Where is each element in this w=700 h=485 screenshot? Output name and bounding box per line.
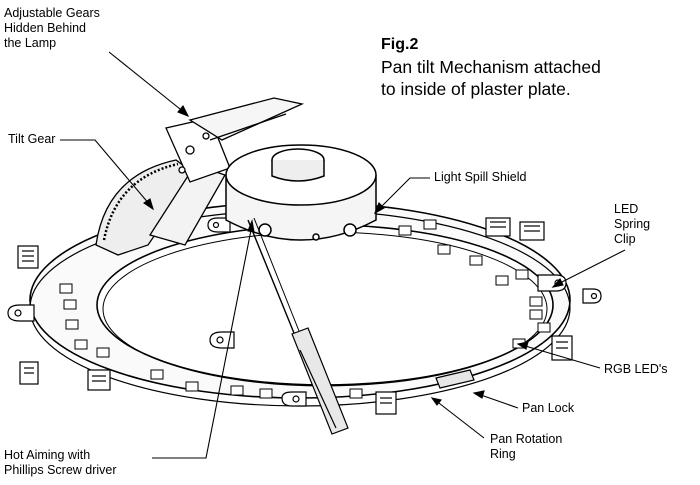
rgb-led-modules (59, 219, 551, 400)
callout-pan-rotation-ring-line-2: Ring (490, 447, 516, 461)
figure-description-line-2: to inside of plaster plate. (381, 79, 571, 99)
callout-hot-aiming-line-2: Phillips Screw driver (4, 463, 117, 477)
pan-lock-part (435, 369, 475, 389)
callout-light-spill-shield: Light Spill Shield (434, 170, 527, 184)
callout-adjustable-gears-line-1: Adjustable Gears (4, 6, 100, 20)
callout-pan-rotation-ring-line-1: Pan Rotation (490, 432, 563, 446)
phillips-screwdriver (247, 217, 349, 435)
callout-led-spring-clip: LED Spring Clip (614, 202, 650, 247)
figure-title: Fig.2 (381, 36, 419, 53)
leader-lines (60, 51, 626, 459)
callout-adjustable-gears-line-3: the Lamp (4, 36, 57, 50)
callout-led-spring-clip-line-2: Spring (614, 217, 651, 231)
led-spring-clips (17, 217, 573, 415)
lamp-body (225, 144, 377, 241)
callout-pan-rotation-ring: Pan Rotation Ring (490, 432, 562, 462)
tilt-gear-bracket (95, 97, 305, 256)
callout-led-spring-clip-line-3: Clip (614, 232, 636, 246)
callout-hot-aiming: Hot Aiming with Phillips Screw driver (4, 448, 117, 478)
callout-tilt-gear: Tilt Gear (8, 132, 56, 146)
callout-rgb-leds: RGB LED's (604, 362, 668, 376)
callout-led-spring-clip-line-1: LED (614, 202, 639, 216)
callout-pan-lock: Pan Lock (522, 401, 575, 415)
callout-hot-aiming-line-1: Hot Aiming with (4, 448, 91, 462)
figure-description-line-1: Pan tilt Mechanism attached (381, 57, 601, 77)
callout-adjustable-gears: Adjustable Gears Hidden Behind the Lamp (4, 6, 100, 51)
figure-description: Pan tilt Mechanism attached to inside of… (381, 56, 601, 100)
callout-adjustable-gears-line-2: Hidden Behind (4, 21, 87, 35)
